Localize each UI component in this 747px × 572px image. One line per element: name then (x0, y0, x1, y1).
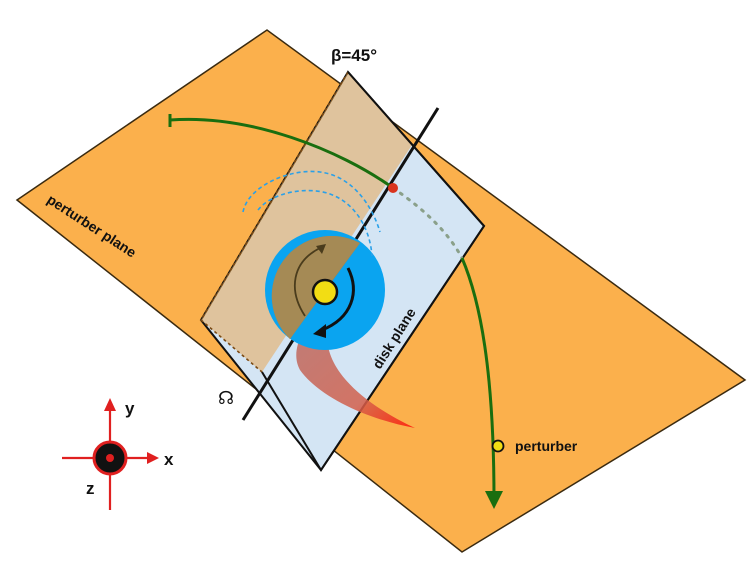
disk-plane-edge (261, 71, 486, 472)
perturber-orbit-hidden (391, 186, 464, 260)
rotation-arrow-back (293, 247, 321, 317)
x-axis-arrowhead (147, 452, 159, 464)
ascending-node-symbol: ☊ (218, 388, 234, 408)
z-axis-label: z (86, 479, 95, 498)
coordinate-axes: y x z (62, 398, 174, 510)
disk-plane-back-part (201, 72, 412, 372)
warp-arc-inner (257, 189, 373, 257)
perturber-label: perturber (515, 438, 578, 454)
rotation-arrowhead-back (316, 244, 326, 254)
warp-arc-outer (242, 170, 381, 233)
perturber-orbit (169, 117, 394, 190)
perturber-body (491, 439, 505, 453)
y-axis-arrowhead (104, 398, 116, 411)
central-star (311, 278, 339, 306)
rotation-arrowhead-front (313, 324, 326, 338)
ascending-node-marker (388, 183, 398, 193)
disk-plane-hidden-edge (199, 71, 349, 373)
y-axis-label: y (125, 399, 135, 418)
z-axis-dot (106, 454, 114, 462)
x-axis-label: x (164, 450, 174, 469)
rotation-arrow-front (321, 267, 355, 332)
perturber-orbit-lower (460, 257, 503, 509)
beta-label: β=45° (331, 46, 377, 65)
